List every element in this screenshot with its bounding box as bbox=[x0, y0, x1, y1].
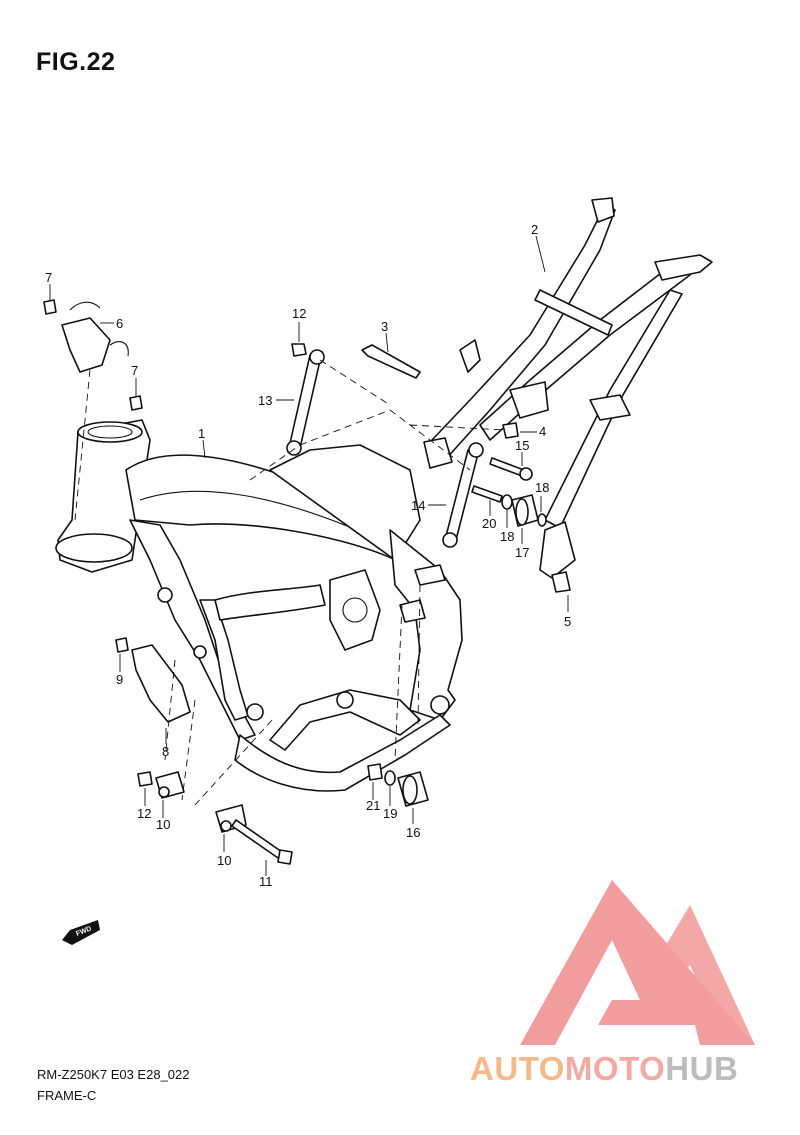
callout-11: 11 bbox=[259, 874, 273, 889]
automotohub-watermark: AUTOMOTOHUB bbox=[470, 1050, 738, 1088]
callout-14: 14 bbox=[411, 498, 425, 513]
guard-plate-8 bbox=[131, 644, 191, 723]
main-frame-part bbox=[55, 419, 463, 792]
callout-13: 13 bbox=[258, 393, 272, 408]
bolt-20 bbox=[471, 485, 503, 503]
callout-16: 16 bbox=[406, 825, 420, 840]
watermark-part-moto: MOTO bbox=[564, 1050, 666, 1087]
watermark-part-auto: AUTO bbox=[470, 1050, 565, 1087]
callout-3: 3 bbox=[381, 319, 388, 334]
strut-13 bbox=[287, 351, 323, 453]
bolt-7-lower bbox=[129, 395, 143, 411]
callout-5: 5 bbox=[564, 614, 571, 629]
assembly-lines bbox=[74, 359, 506, 806]
bolt-9 bbox=[115, 637, 129, 653]
callout-18-right: 18 bbox=[535, 480, 549, 495]
fwd-arrow-icon: FWD bbox=[62, 920, 100, 945]
bolt-5 bbox=[551, 571, 571, 593]
callout-20: 20 bbox=[482, 516, 496, 531]
callout-19: 19 bbox=[383, 806, 397, 821]
callout-1: 1 bbox=[198, 426, 205, 441]
callout-labels: 1 2 3 4 5 6 7 7 8 9 10 10 11 12 12 13 14… bbox=[45, 222, 571, 889]
bracket-6 bbox=[61, 317, 111, 373]
callout-4: 4 bbox=[539, 424, 546, 439]
triangle-m-logo bbox=[520, 880, 755, 1045]
bolt-7-top bbox=[43, 299, 57, 315]
callout-6: 6 bbox=[116, 316, 123, 331]
bolt-11 bbox=[231, 819, 283, 859]
callout-7-lower: 7 bbox=[131, 363, 138, 378]
callout-12-lower: 12 bbox=[137, 806, 151, 821]
sub-frame-part bbox=[423, 197, 713, 579]
callout-12-top: 12 bbox=[292, 306, 306, 321]
callout-9: 9 bbox=[116, 672, 123, 687]
figure-title: FIG.22 bbox=[36, 48, 116, 76]
nut-21 bbox=[367, 763, 383, 781]
nut-12-top bbox=[291, 343, 307, 357]
callout-7-top: 7 bbox=[45, 270, 52, 285]
model-code: RM-Z250K7 E03 E28_022 bbox=[37, 1067, 190, 1082]
watermark-part-hub: HUB bbox=[665, 1050, 739, 1087]
washer-19 bbox=[384, 770, 396, 786]
callout-10-right: 10 bbox=[217, 853, 231, 868]
callout-18-left: 18 bbox=[500, 529, 514, 544]
callout-17: 17 bbox=[515, 545, 529, 560]
bolt-15 bbox=[489, 457, 525, 477]
callout-10-left: 10 bbox=[156, 817, 170, 832]
leader-lines bbox=[49, 235, 569, 876]
nut-4 bbox=[502, 422, 519, 439]
callout-21: 21 bbox=[366, 798, 380, 813]
bolt-3 bbox=[361, 344, 421, 379]
section-name: FRAME-C bbox=[37, 1088, 97, 1103]
washer-18-left bbox=[501, 494, 513, 510]
washer-18-right bbox=[537, 513, 547, 527]
callout-2: 2 bbox=[531, 222, 538, 237]
callout-8: 8 bbox=[162, 744, 169, 759]
callout-15: 15 bbox=[515, 438, 529, 453]
nut-12-lower bbox=[137, 771, 153, 787]
